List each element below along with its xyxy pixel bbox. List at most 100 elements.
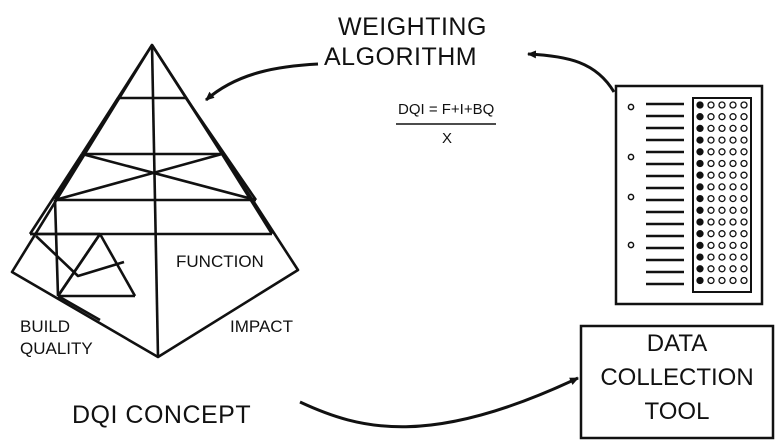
bubble-mark	[718, 230, 726, 238]
bubble-mark	[718, 124, 726, 133]
bubble-mark	[718, 113, 726, 121]
box-line-collection: COLLECTION	[600, 364, 754, 391]
bubble-mark	[740, 113, 748, 121]
function-label: FUNCTION	[174, 252, 266, 271]
bubble-mark	[696, 230, 704, 238]
bubble-mark	[729, 101, 737, 109]
bubble-mark	[740, 124, 748, 133]
bubble-mark	[696, 101, 704, 109]
arrow-algorithm-to-pyramid	[205, 62, 319, 102]
bubble-mark	[729, 230, 737, 238]
bubble-mark	[696, 159, 704, 168]
bubble-mark	[740, 241, 748, 250]
bubble-mark	[740, 159, 748, 168]
bubble-mark	[696, 113, 704, 121]
bubble-mark	[729, 148, 737, 156]
bubble-mark	[718, 206, 726, 214]
bubble-mark	[718, 159, 726, 168]
bubble-mark	[696, 253, 704, 261]
bubble-mark	[707, 230, 715, 238]
bubble-mark	[696, 218, 704, 226]
bubble-mark	[740, 148, 748, 156]
box-line-data: DATA	[646, 330, 708, 357]
bubble-mark	[729, 253, 737, 261]
bubble-mark	[696, 183, 704, 191]
bubble-mark	[729, 124, 737, 133]
bubble-mark	[740, 171, 748, 179]
bubble-mark	[696, 241, 704, 250]
bubble-mark	[729, 183, 737, 191]
bubble-mark	[696, 136, 704, 144]
bubble-mark	[740, 218, 748, 226]
bubble-mark	[740, 136, 748, 144]
data-collection-box	[579, 324, 775, 440]
algorithm-title: ALGORITHM	[324, 43, 478, 71]
bubble-mark	[707, 113, 715, 121]
bubble-mark	[729, 206, 737, 214]
weighting-title: WEIGHTING	[338, 13, 487, 41]
bubble-mark	[707, 101, 715, 109]
bubble-mark	[707, 253, 715, 261]
bubble-mark	[718, 276, 726, 285]
bubble-mark	[707, 159, 715, 168]
formula-numerator: DQI = F+I+BQ	[398, 101, 495, 118]
bubble-mark	[740, 194, 748, 203]
bubble-mark	[729, 171, 737, 179]
data-collection-sheet-icon	[614, 84, 764, 306]
box-line-tool: TOOL	[644, 398, 710, 425]
bubble-mark	[696, 171, 704, 179]
bubble-mark	[718, 101, 726, 109]
bubble-mark	[696, 148, 704, 156]
bubble-mark	[707, 276, 715, 285]
bubble-mark	[696, 276, 704, 285]
quality-label: QUALITY	[20, 339, 93, 358]
bubble-mark	[707, 265, 715, 273]
bubble-mark	[718, 171, 726, 179]
bubble-mark	[696, 194, 704, 203]
bubble-mark	[707, 183, 715, 191]
bubble-mark	[707, 241, 715, 250]
bubble-mark	[707, 206, 715, 214]
bubble-mark	[718, 253, 726, 261]
bubble-mark	[729, 241, 737, 250]
bubble-mark	[707, 218, 715, 226]
arrow-tool-to-algorithm	[527, 50, 616, 93]
bubble-mark	[707, 148, 715, 156]
dqi-pyramid-icon	[10, 43, 300, 359]
bubble-mark	[718, 194, 726, 203]
impact-label: IMPACT	[230, 317, 293, 336]
bubble-mark	[740, 265, 748, 273]
bubble-mark	[729, 136, 737, 144]
bubble-mark	[696, 124, 704, 133]
bubble-mark	[696, 206, 704, 214]
bubble-mark	[729, 159, 737, 168]
bubble-mark	[740, 276, 748, 285]
bubble-mark	[740, 206, 748, 214]
bubble-mark	[718, 218, 726, 226]
bubble-mark	[740, 253, 748, 261]
bubble-mark	[729, 276, 737, 285]
dqi-concept-label: DQI CONCEPT	[72, 401, 252, 429]
build-label: BUILD	[20, 317, 71, 336]
bubble-mark	[718, 265, 726, 273]
bubble-mark	[740, 183, 748, 191]
bubble-mark	[729, 194, 737, 203]
bubble-mark	[718, 241, 726, 250]
bubble-grid	[696, 101, 748, 285]
bubble-mark	[729, 113, 737, 121]
bubble-mark	[718, 183, 726, 191]
bubble-mark	[740, 230, 748, 238]
bubble-mark	[718, 136, 726, 144]
arrow-concept-to-box	[299, 376, 579, 429]
formula-denominator: X	[442, 130, 453, 147]
bubble-mark	[707, 194, 715, 203]
bubble-mark	[696, 265, 704, 273]
bubble-mark	[718, 148, 726, 156]
bubble-mark	[740, 101, 748, 109]
bubble-mark	[707, 124, 715, 133]
bubble-mark	[729, 218, 737, 226]
bubble-mark	[707, 171, 715, 179]
bubble-mark	[729, 265, 737, 273]
